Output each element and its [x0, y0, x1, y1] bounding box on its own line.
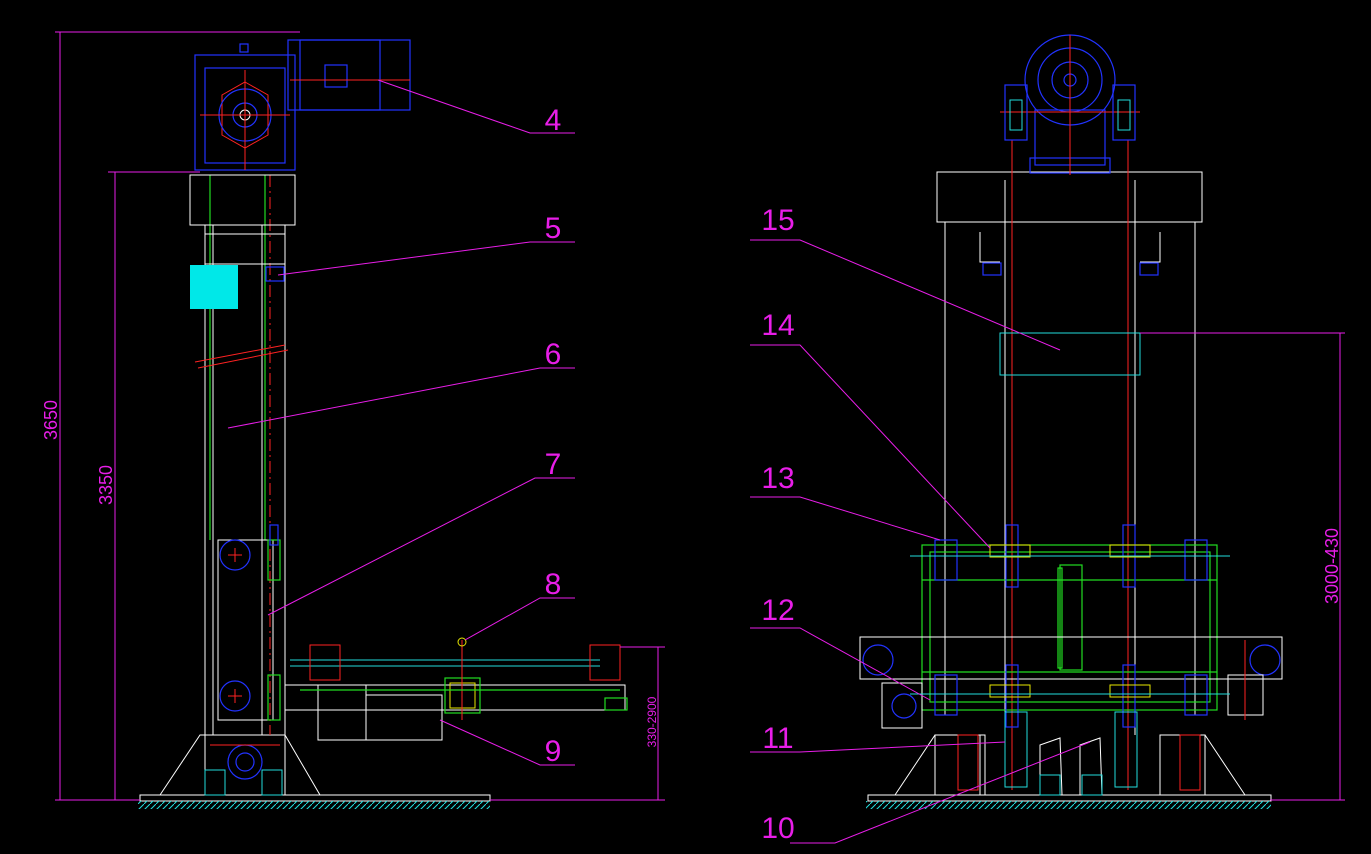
column-base — [159, 734, 321, 796]
balloon-6: 6 — [545, 338, 562, 371]
ground-hatch-front — [866, 801, 1271, 809]
front-carriage — [859, 524, 1283, 788]
balloon-8: 8 — [545, 568, 562, 601]
dimension-working-height: 3350 — [96, 465, 116, 505]
balloon-13: 13 — [761, 462, 794, 495]
horizontal-arm — [284, 637, 628, 741]
carriage — [217, 524, 281, 721]
dimension-travel-range: 3000-430 — [1322, 528, 1342, 604]
dimension-lift-range: 330-2900 — [645, 696, 659, 747]
balloon-4: 4 — [545, 104, 562, 137]
dimension-overall-height: 3650 — [41, 400, 61, 440]
left-leaders: 4 5 6 7 8 9 — [227, 79, 575, 768]
side-view: 3650 3350 330-2900 4 5 6 7 8 9 — [41, 31, 665, 809]
front-mast — [936, 140, 1203, 790]
counterweight-block — [190, 265, 238, 309]
column — [189, 174, 296, 736]
balloon-12: 12 — [761, 594, 794, 627]
ground-line-front — [867, 794, 1272, 802]
right-leaders: 15 14 13 12 11 10 — [750, 204, 1091, 845]
balloon-11: 11 — [762, 722, 793, 755]
front-drive — [1000, 34, 1140, 175]
balloon-14: 14 — [761, 309, 794, 342]
balloon-15: 15 — [761, 204, 794, 237]
front-base — [894, 734, 1246, 796]
drive-unit — [194, 39, 411, 171]
balloon-10: 10 — [761, 812, 794, 845]
balloon-9: 9 — [545, 735, 562, 768]
ground-hatch — [138, 801, 490, 809]
front-view: 3000-430 15 14 13 12 11 10 — [750, 34, 1345, 845]
balloon-5: 5 — [545, 212, 562, 245]
balloon-7: 7 — [545, 448, 562, 481]
nameplate-panel — [999, 332, 1141, 376]
ground-line — [139, 794, 491, 802]
left-dimensions: 3650 3350 330-2900 — [41, 31, 665, 801]
right-dimensions: 3000-430 — [1140, 332, 1345, 801]
